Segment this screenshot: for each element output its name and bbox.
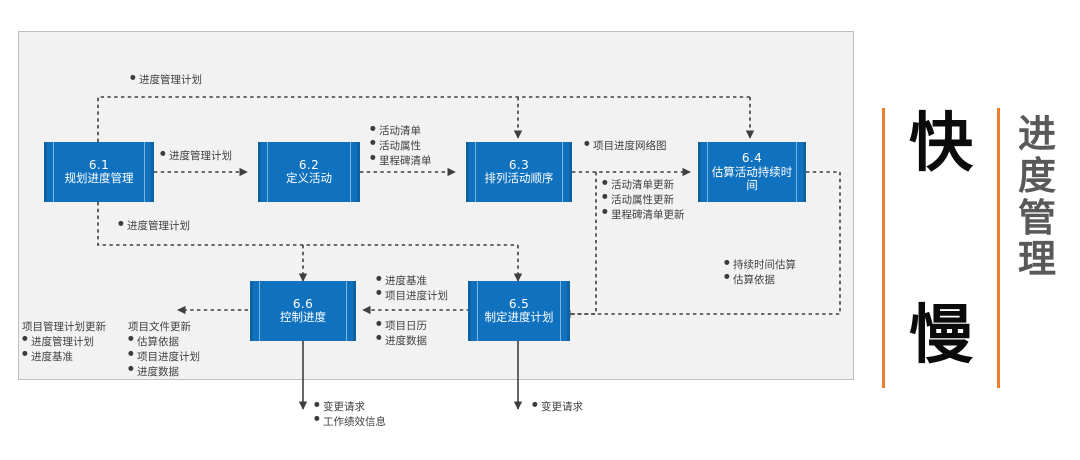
process-title: 制定进度计划 bbox=[484, 310, 554, 325]
process-number: 6.4 bbox=[741, 151, 763, 166]
label-schedule-to-control-top: 进度基准 项目进度计划 bbox=[376, 274, 448, 304]
label-group-header: 项目管理计划更新 bbox=[22, 321, 106, 333]
accent-bar-right bbox=[997, 108, 1000, 388]
label-group-header: 项目文件更新 bbox=[128, 321, 191, 333]
process-title: 定义活动 bbox=[286, 171, 332, 186]
process-number: 6.2 bbox=[298, 158, 320, 173]
label-control-outputs: 变更请求 工作绩效信息 bbox=[314, 400, 386, 430]
label-project-doc-updates: 项目文件更新 估算依据 项目进度计划 进度数据 bbox=[128, 320, 200, 380]
label-sequence-output: 项目进度网络图 bbox=[584, 139, 667, 154]
banner-title-char: 进 bbox=[1017, 112, 1056, 156]
banner-title-char: 管 bbox=[1017, 195, 1056, 240]
process-box-6-6[interactable]: 6.6 控制进度 bbox=[250, 281, 356, 341]
label-schedule-to-control-bottom: 项目日历 进度数据 bbox=[376, 319, 427, 349]
process-number: 6.3 bbox=[508, 158, 530, 173]
label-duration-estimates: 持续时间估算 估算依据 bbox=[724, 258, 796, 288]
accent-bar-left bbox=[882, 108, 885, 388]
label-define-outputs: 活动清单 活动属性 里程碑清单 bbox=[370, 124, 432, 169]
label-plan-to-define: 进度管理计划 bbox=[160, 149, 232, 164]
process-box-6-3[interactable]: 6.3 排列活动顺序 bbox=[466, 142, 572, 202]
process-box-6-5[interactable]: 6.5 制定进度计划 bbox=[468, 281, 570, 341]
label-schedule-outputs: 变更请求 bbox=[532, 400, 583, 415]
side-banner: 快 慢 进 度 管 理 bbox=[872, 108, 1072, 388]
banner-char-slow: 慢 bbox=[909, 299, 973, 373]
label-sequence-updates: 活动清单更新 活动属性更新 里程碑清单更新 bbox=[602, 178, 685, 223]
banner-char-fast: 快 bbox=[909, 107, 973, 181]
process-box-6-2[interactable]: 6.2 定义活动 bbox=[258, 142, 360, 202]
banner-title-char: 度 bbox=[1017, 153, 1056, 198]
process-number: 6.6 bbox=[292, 297, 314, 312]
process-title: 排列活动顺序 bbox=[484, 171, 554, 186]
process-number: 6.1 bbox=[88, 158, 110, 173]
label-lower-bus: 进度管理计划 bbox=[118, 219, 190, 234]
label-top-bus: 进度管理计划 bbox=[130, 73, 202, 88]
process-number: 6.5 bbox=[508, 297, 530, 312]
process-box-6-4[interactable]: 6.4 估算活动持续时间 bbox=[698, 142, 806, 202]
process-title: 估算活动持续时间 bbox=[711, 164, 793, 193]
banner-title-char: 理 bbox=[1017, 237, 1056, 282]
process-title: 控制进度 bbox=[280, 310, 326, 325]
banner-vertical-title: 进 度 管 理 bbox=[1010, 112, 1064, 282]
label-pm-plan-updates: 项目管理计划更新 进度管理计划 进度基准 bbox=[22, 320, 106, 365]
process-box-6-1[interactable]: 6.1 规划进度管理 bbox=[44, 142, 154, 202]
process-title: 规划进度管理 bbox=[64, 171, 134, 186]
